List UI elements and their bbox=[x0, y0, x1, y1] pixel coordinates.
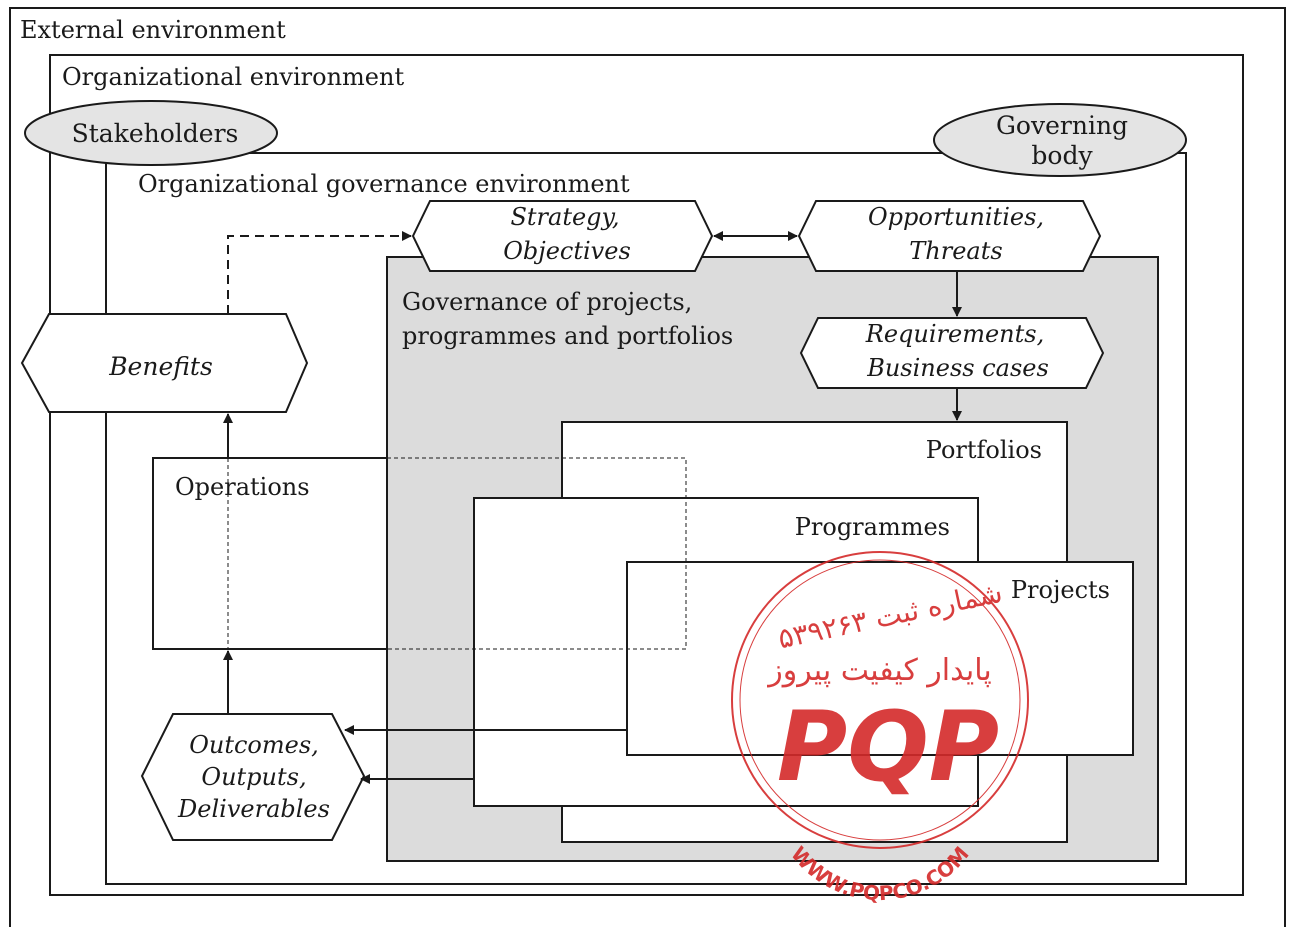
opportunities-label-line2: Threats bbox=[909, 237, 1002, 265]
outcomes-label-line1: Outcomes, bbox=[189, 731, 319, 759]
strategy-label-line1: Strategy, bbox=[510, 203, 619, 231]
outcomes-label-line2: Outputs, bbox=[201, 763, 306, 791]
governance-environment-box bbox=[105, 152, 1187, 885]
opportunities-label-line1: Opportunities, bbox=[868, 203, 1044, 231]
outcomes-hexagon bbox=[140, 713, 366, 841]
portfolios-label: Portfolios bbox=[926, 436, 1042, 464]
stakeholders-ellipse bbox=[24, 100, 278, 166]
outcomes-label-line3: Deliverables bbox=[177, 795, 330, 823]
benefits-to-strategy-dashed-arrow bbox=[227, 231, 412, 314]
governance-environment-label: Organizational governance environment bbox=[138, 170, 630, 198]
benefits-label: Benefits bbox=[108, 352, 213, 381]
governing-body-ellipse bbox=[933, 103, 1187, 177]
requirements-label-line2: Business cases bbox=[866, 354, 1049, 382]
organizational-environment-label: Organizational environment bbox=[62, 63, 404, 91]
operations-label: Operations bbox=[175, 473, 310, 501]
projects-box bbox=[626, 561, 1134, 756]
operations-box bbox=[152, 457, 387, 650]
strategy-objectives-hexagon bbox=[411, 200, 714, 272]
stamp-logo: PQP bbox=[777, 691, 999, 803]
strategy-label-line2: Objectives bbox=[503, 237, 631, 265]
organizational-environment-box bbox=[49, 54, 1244, 896]
governing-body-label-line1: Governing bbox=[996, 111, 1128, 140]
governance-of-ppp-label-line1: Governance of projects, bbox=[402, 288, 692, 316]
governing-body-label-line2: body bbox=[1031, 141, 1093, 170]
stamp-persian-line2: پایدار کیفیت پیروز bbox=[766, 653, 991, 688]
requirements-business-cases-hexagon bbox=[799, 317, 1105, 389]
stakeholders-label: Stakeholders bbox=[72, 119, 239, 148]
requirements-label-line1: Requirements, bbox=[865, 320, 1044, 348]
projects-label: Projects bbox=[1011, 576, 1110, 604]
opportunities-threats-hexagon bbox=[797, 200, 1102, 272]
external-environment-label: External environment bbox=[20, 16, 286, 44]
governance-of-ppp-label-line2: programmes and portfolios bbox=[402, 322, 733, 350]
operations-box-dashed-extension bbox=[387, 457, 687, 650]
external-environment-box bbox=[9, 7, 1286, 927]
programmes-label: Programmes bbox=[795, 513, 950, 541]
stamp-inner-ring bbox=[739, 559, 1021, 841]
benefits-hexagon bbox=[20, 313, 309, 413]
stamp-outer-ring bbox=[731, 551, 1029, 849]
